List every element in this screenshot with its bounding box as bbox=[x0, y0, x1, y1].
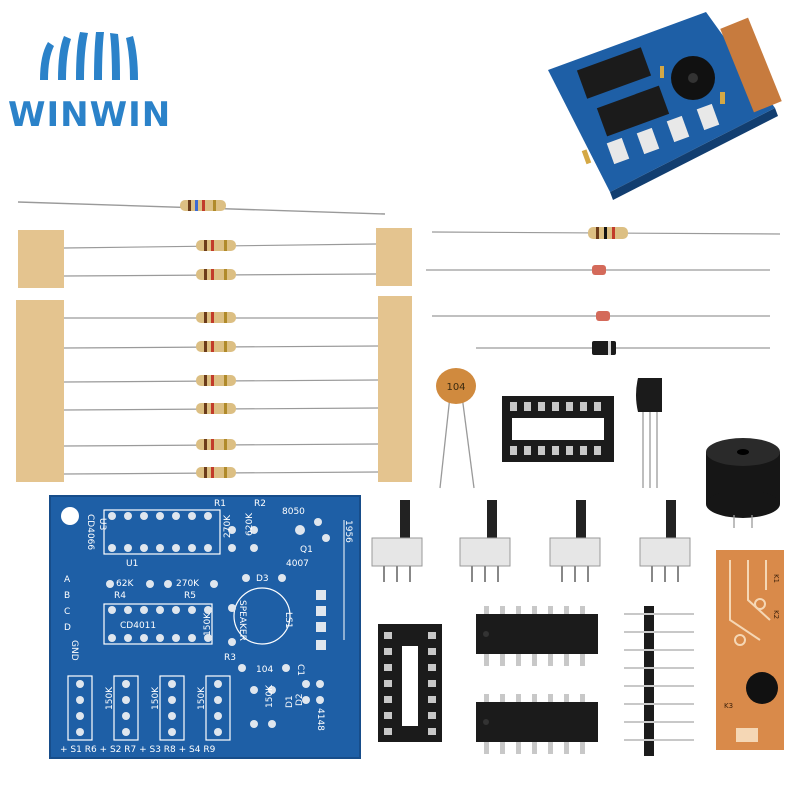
dip-ic-cd4066 bbox=[476, 606, 598, 666]
label-270k-r1: 270K bbox=[223, 514, 233, 538]
label-150k-r6: 150K bbox=[105, 686, 115, 710]
bare-pcb: R1 R2 8050 CD4066 U3 270K 620K 1956 Q1 4… bbox=[49, 495, 361, 759]
label-150k-r8: 150K bbox=[197, 686, 207, 710]
capacitor-code: 104 bbox=[446, 382, 465, 393]
signal-diode bbox=[592, 265, 606, 275]
rectifier-diode bbox=[592, 341, 616, 355]
label-150k-r3: 150K bbox=[203, 612, 213, 636]
dip-ic-cd4011 bbox=[476, 694, 598, 754]
svg-text:C: C bbox=[64, 607, 70, 617]
slide-switches bbox=[371, 500, 691, 582]
label-d2: D2 bbox=[295, 693, 305, 706]
resistor-row bbox=[196, 240, 236, 478]
label-62k: 62K bbox=[116, 579, 134, 589]
tape-right bbox=[378, 296, 412, 482]
pin-header bbox=[624, 606, 694, 756]
label-cd4066: CD4066 bbox=[85, 514, 95, 550]
label-150k-r9: 150K bbox=[265, 684, 275, 708]
label-620k: 620K bbox=[245, 512, 255, 536]
resistor bbox=[588, 227, 628, 239]
label-270k-r5: 270K bbox=[176, 579, 200, 589]
label-c1: C1 bbox=[295, 664, 305, 676]
buzzer bbox=[706, 438, 780, 528]
switch-footprints bbox=[67, 675, 231, 741]
slide-switch bbox=[459, 500, 511, 582]
label-u3: U3 bbox=[97, 518, 107, 530]
label-u1: U1 bbox=[126, 559, 138, 569]
input-labels: A B C D GND bbox=[64, 575, 79, 661]
label-r4: R4 bbox=[114, 591, 126, 601]
resistor-tape-strip bbox=[16, 200, 412, 482]
label-104: 104 bbox=[256, 665, 273, 675]
label-1956: 1956 bbox=[343, 520, 353, 543]
brand-logo: WINWIN bbox=[8, 32, 171, 135]
mark-k1: K1 bbox=[772, 574, 780, 583]
mark-k2: K2 bbox=[772, 610, 780, 619]
loose-components bbox=[426, 231, 781, 349]
label-ls1: LS1 bbox=[283, 612, 293, 628]
label-r3: R3 bbox=[224, 653, 236, 663]
assembled-board bbox=[548, 12, 782, 200]
label-r5: R5 bbox=[184, 591, 196, 601]
svg-text:D: D bbox=[64, 623, 71, 633]
brand-name: WINWIN bbox=[8, 95, 171, 135]
label-r1: R1 bbox=[214, 499, 226, 509]
label-d1: D1 bbox=[285, 695, 295, 708]
label-150k-r7: 150K bbox=[151, 686, 161, 710]
mount-hole bbox=[61, 507, 79, 525]
pcb-pads bbox=[76, 512, 330, 736]
label-bottom-row: + S1 R6 + S2 R7 + S3 R8 + S4 R9 bbox=[60, 745, 216, 755]
slide-switch bbox=[549, 500, 601, 582]
label-q1: Q1 bbox=[300, 545, 313, 555]
keyboard-module: K1 K2 K3 bbox=[716, 550, 784, 750]
ceramic-capacitor: 104 bbox=[436, 368, 476, 489]
label-cd4011: CD4011 bbox=[120, 621, 156, 631]
label-d3: D3 bbox=[256, 574, 269, 584]
ic-socket-14pin bbox=[378, 624, 442, 742]
label-4148: 4148 bbox=[315, 708, 325, 731]
transistor bbox=[636, 378, 662, 488]
slide-switch bbox=[639, 500, 691, 582]
tape-left-top bbox=[18, 230, 64, 288]
signal-diode bbox=[596, 311, 610, 321]
label-8050: 8050 bbox=[282, 507, 305, 517]
ic-socket-14pin bbox=[502, 396, 614, 462]
slide-switch bbox=[371, 500, 423, 582]
svg-text:GND: GND bbox=[69, 640, 79, 661]
tape-right-top bbox=[376, 228, 412, 286]
svg-text:B: B bbox=[64, 591, 70, 601]
label-speaker: SPEAKER bbox=[237, 600, 247, 641]
svg-text:A: A bbox=[64, 575, 71, 585]
label-4007: 4007 bbox=[286, 559, 309, 569]
label-r2: R2 bbox=[254, 499, 266, 509]
logo-bars-icon bbox=[40, 32, 138, 80]
tape-left bbox=[16, 300, 64, 482]
mark-k3: K3 bbox=[724, 702, 733, 710]
